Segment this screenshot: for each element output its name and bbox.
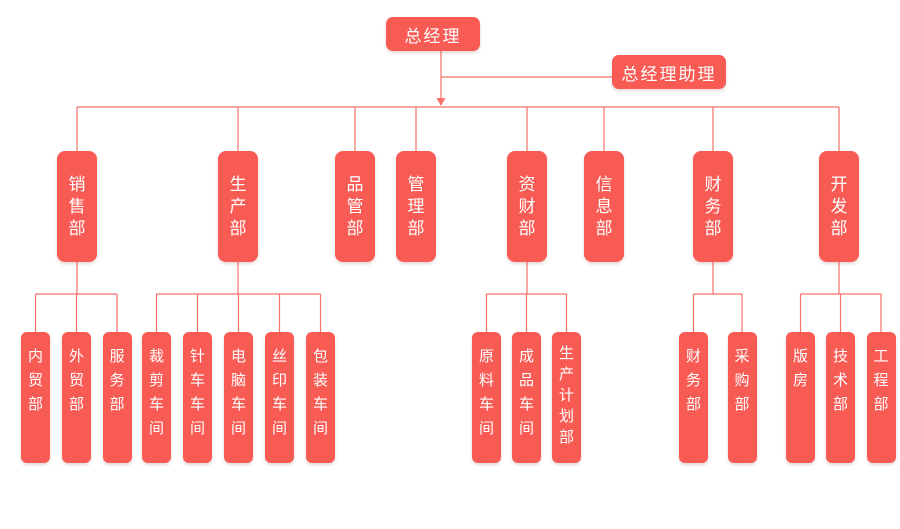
org-node-dept-6: 财务部 (693, 151, 733, 262)
org-node-dept-7: 开发部 (819, 151, 859, 262)
org-node-assistant: 总经理助理 (612, 55, 726, 89)
org-node-child-4-2: 生产计划部 (552, 332, 581, 463)
org-node-child-1-2: 电脑车间 (224, 332, 253, 463)
org-node-dept-0: 销售部 (57, 151, 97, 262)
org-node-child-1-4: 包装车间 (306, 332, 335, 463)
org-node-dept-5: 信息部 (584, 151, 624, 262)
org-node-root: 总经理 (386, 17, 480, 51)
org-node-child-1-3: 丝印车间 (265, 332, 294, 463)
org-node-dept-1: 生产部 (218, 151, 258, 262)
org-node-dept-4: 资财部 (507, 151, 547, 262)
org-node-child-7-0: 版房 (786, 332, 815, 463)
org-node-child-6-0: 财务部 (679, 332, 708, 463)
org-node-dept-3: 管理部 (396, 151, 436, 262)
org-node-dept-2: 品管部 (335, 151, 375, 262)
org-node-child-6-1: 采购部 (727, 332, 757, 463)
arrowhead-down-icon (436, 98, 446, 106)
org-node-child-1-0: 裁剪车间 (142, 332, 171, 463)
org-node-child-1-1: 针车车间 (183, 332, 212, 463)
org-node-child-4-1: 成品车间 (512, 332, 541, 463)
org-node-child-0-0: 内贸部 (21, 332, 50, 463)
org-node-child-0-1: 外贸部 (62, 332, 91, 463)
org-node-child-7-1: 技术部 (826, 332, 855, 463)
org-node-child-7-2: 工程部 (866, 332, 896, 463)
org-node-child-4-0: 原料车间 (472, 332, 501, 463)
org-node-child-0-2: 服务部 (102, 332, 132, 463)
